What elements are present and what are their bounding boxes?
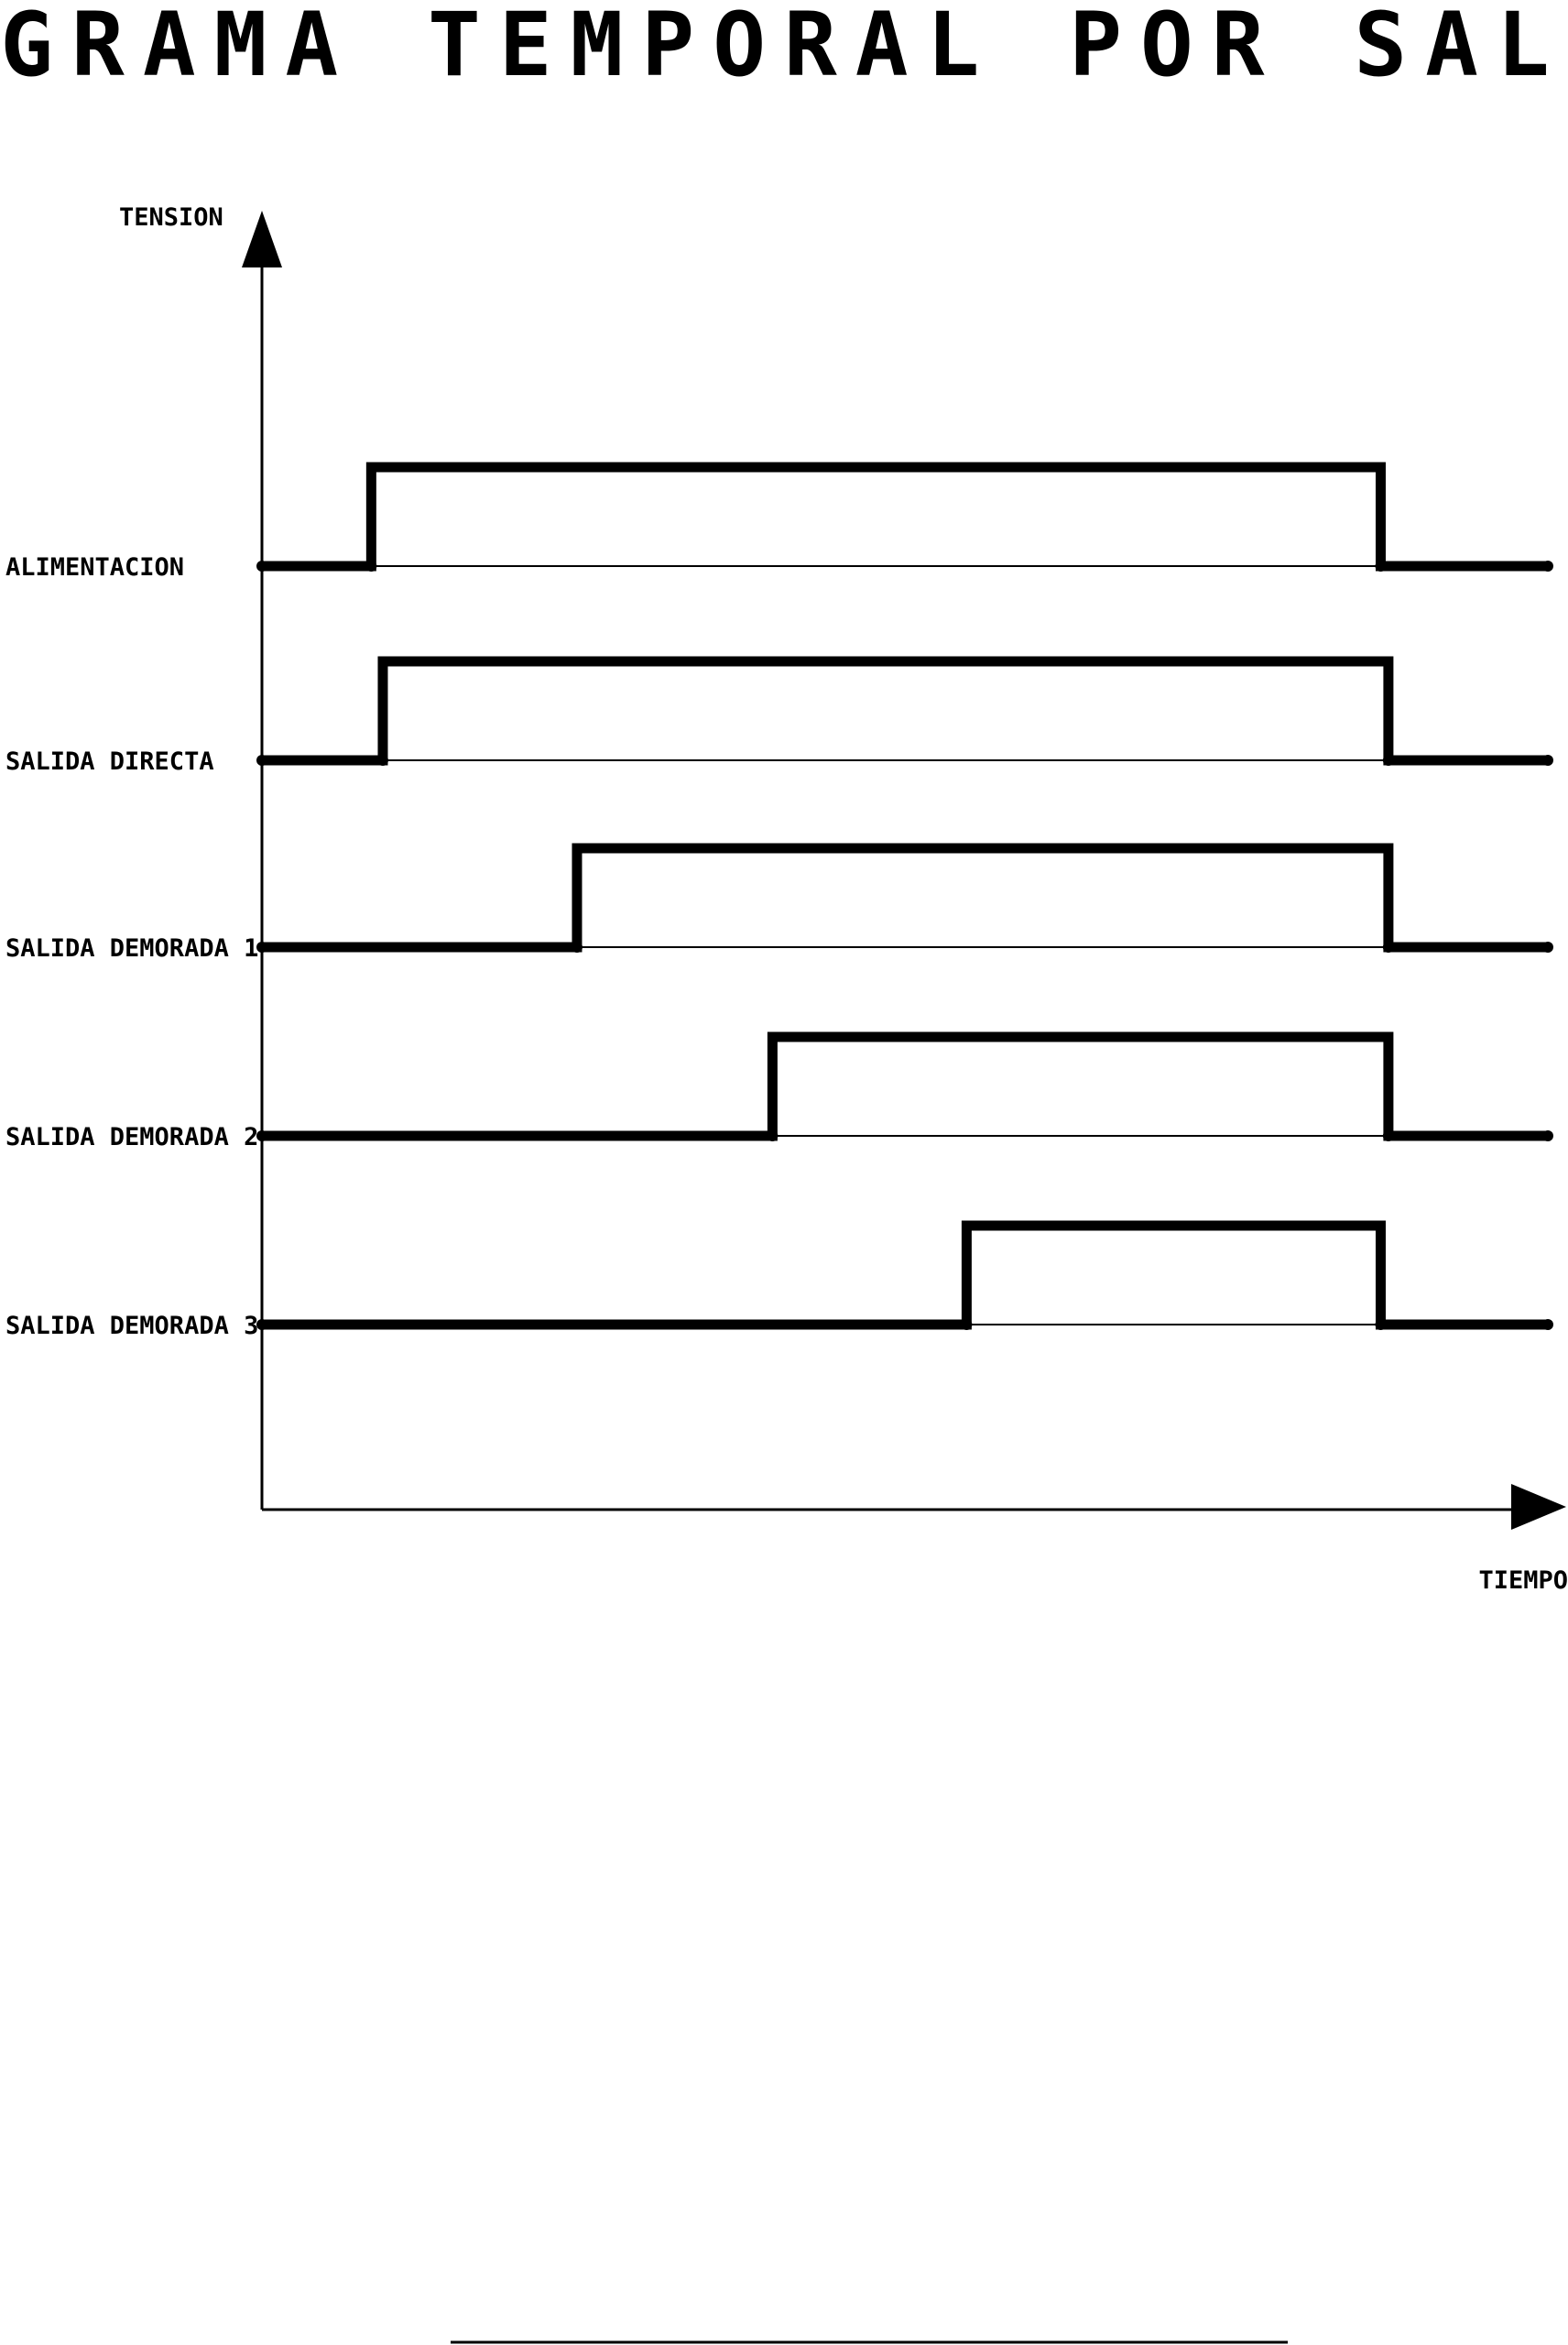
signal-3-node-1: [256, 942, 267, 953]
signal-2-label: SALIDA DIRECTA: [5, 747, 214, 776]
y-axis-arrow-icon: [242, 211, 282, 267]
signal-3-node-3: [1382, 942, 1394, 953]
signal-4-node-1: [256, 1130, 267, 1141]
signal-1-node-2: [365, 561, 377, 572]
signal-1-node-4: [1542, 561, 1553, 572]
signal-3-label: SALIDA DEMORADA 1: [5, 934, 258, 963]
x-axis-arrow-icon: [1511, 1484, 1566, 1530]
signal-4-trace: [256, 1031, 1553, 1141]
signal-5-node-3: [1375, 1319, 1387, 1330]
signal-3-node-2: [571, 942, 583, 953]
signal-2-node-2: [376, 755, 388, 766]
signal-1-label: ALIMENTACION: [5, 553, 184, 582]
y-axis-label: TENSION: [119, 203, 223, 232]
signal-2-node-3: [1382, 755, 1394, 766]
signal-traces: ALIMENTACION SALIDA DIRECTA SALIDA DEMORAD…: [5, 462, 1553, 1340]
x-axis-label: TIEMPO: [1478, 1566, 1568, 1595]
signal-3-trace: [256, 843, 1553, 953]
signal-1-trace: [256, 462, 1553, 572]
signal-4-node-3: [1382, 1130, 1394, 1141]
signal-4-node-4: [1542, 1130, 1553, 1141]
signal-5-node-1: [256, 1319, 267, 1330]
signal-4-node-2: [767, 1130, 779, 1141]
diagram-title: DIAGRAMA TEMPORAL POR SALIDA: [0, 0, 1568, 96]
signal-1-node-1: [256, 561, 267, 572]
signal-2-trace: [256, 656, 1553, 766]
signal-2-node-4: [1542, 755, 1553, 766]
signal-5-label: SALIDA DEMORADA 3: [5, 1312, 258, 1340]
signal-3-node-4: [1542, 942, 1553, 953]
signal-5-node-4: [1542, 1319, 1553, 1330]
signal-4-label: SALIDA DEMORADA 2: [5, 1123, 258, 1151]
signal-1-node-3: [1375, 561, 1387, 572]
signal-2-node-1: [256, 755, 267, 766]
signal-5-node-2: [961, 1319, 973, 1330]
signal-5-trace: [256, 1220, 1553, 1330]
